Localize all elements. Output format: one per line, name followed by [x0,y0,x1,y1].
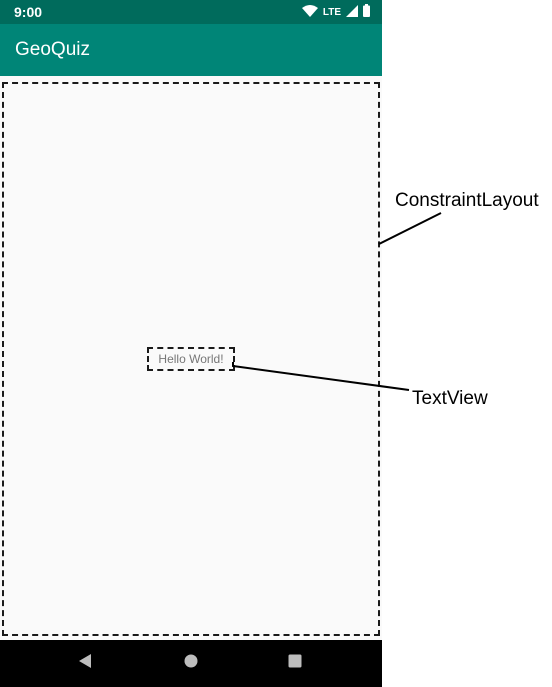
navigation-bar [0,640,382,687]
phone-screen: 9:00 LTE GeoQuiz Hello World! [0,0,382,687]
network-type-label: LTE [322,6,341,18]
hello-world-textview: Hello World! [147,347,235,371]
battery-icon [363,4,370,20]
textview-annotation: TextView [412,388,488,409]
constraint-layout-leader-line [378,212,442,245]
app-bar: GeoQuiz [0,24,382,76]
status-icons: LTE [301,4,370,20]
wifi-icon [301,4,318,20]
back-icon [78,653,92,673]
home-button[interactable] [176,650,206,676]
status-bar: 9:00 LTE [0,0,382,24]
constraint-layout [2,82,380,636]
app-title: GeoQuiz [15,39,90,60]
recents-icon [288,654,302,673]
constraint-layout-annotation: ConstraintLayout [395,190,539,211]
back-button[interactable] [70,650,100,676]
signal-icon [346,4,358,20]
home-icon [184,654,198,673]
status-time: 9:00 [14,4,43,20]
recents-button[interactable] [280,650,310,676]
